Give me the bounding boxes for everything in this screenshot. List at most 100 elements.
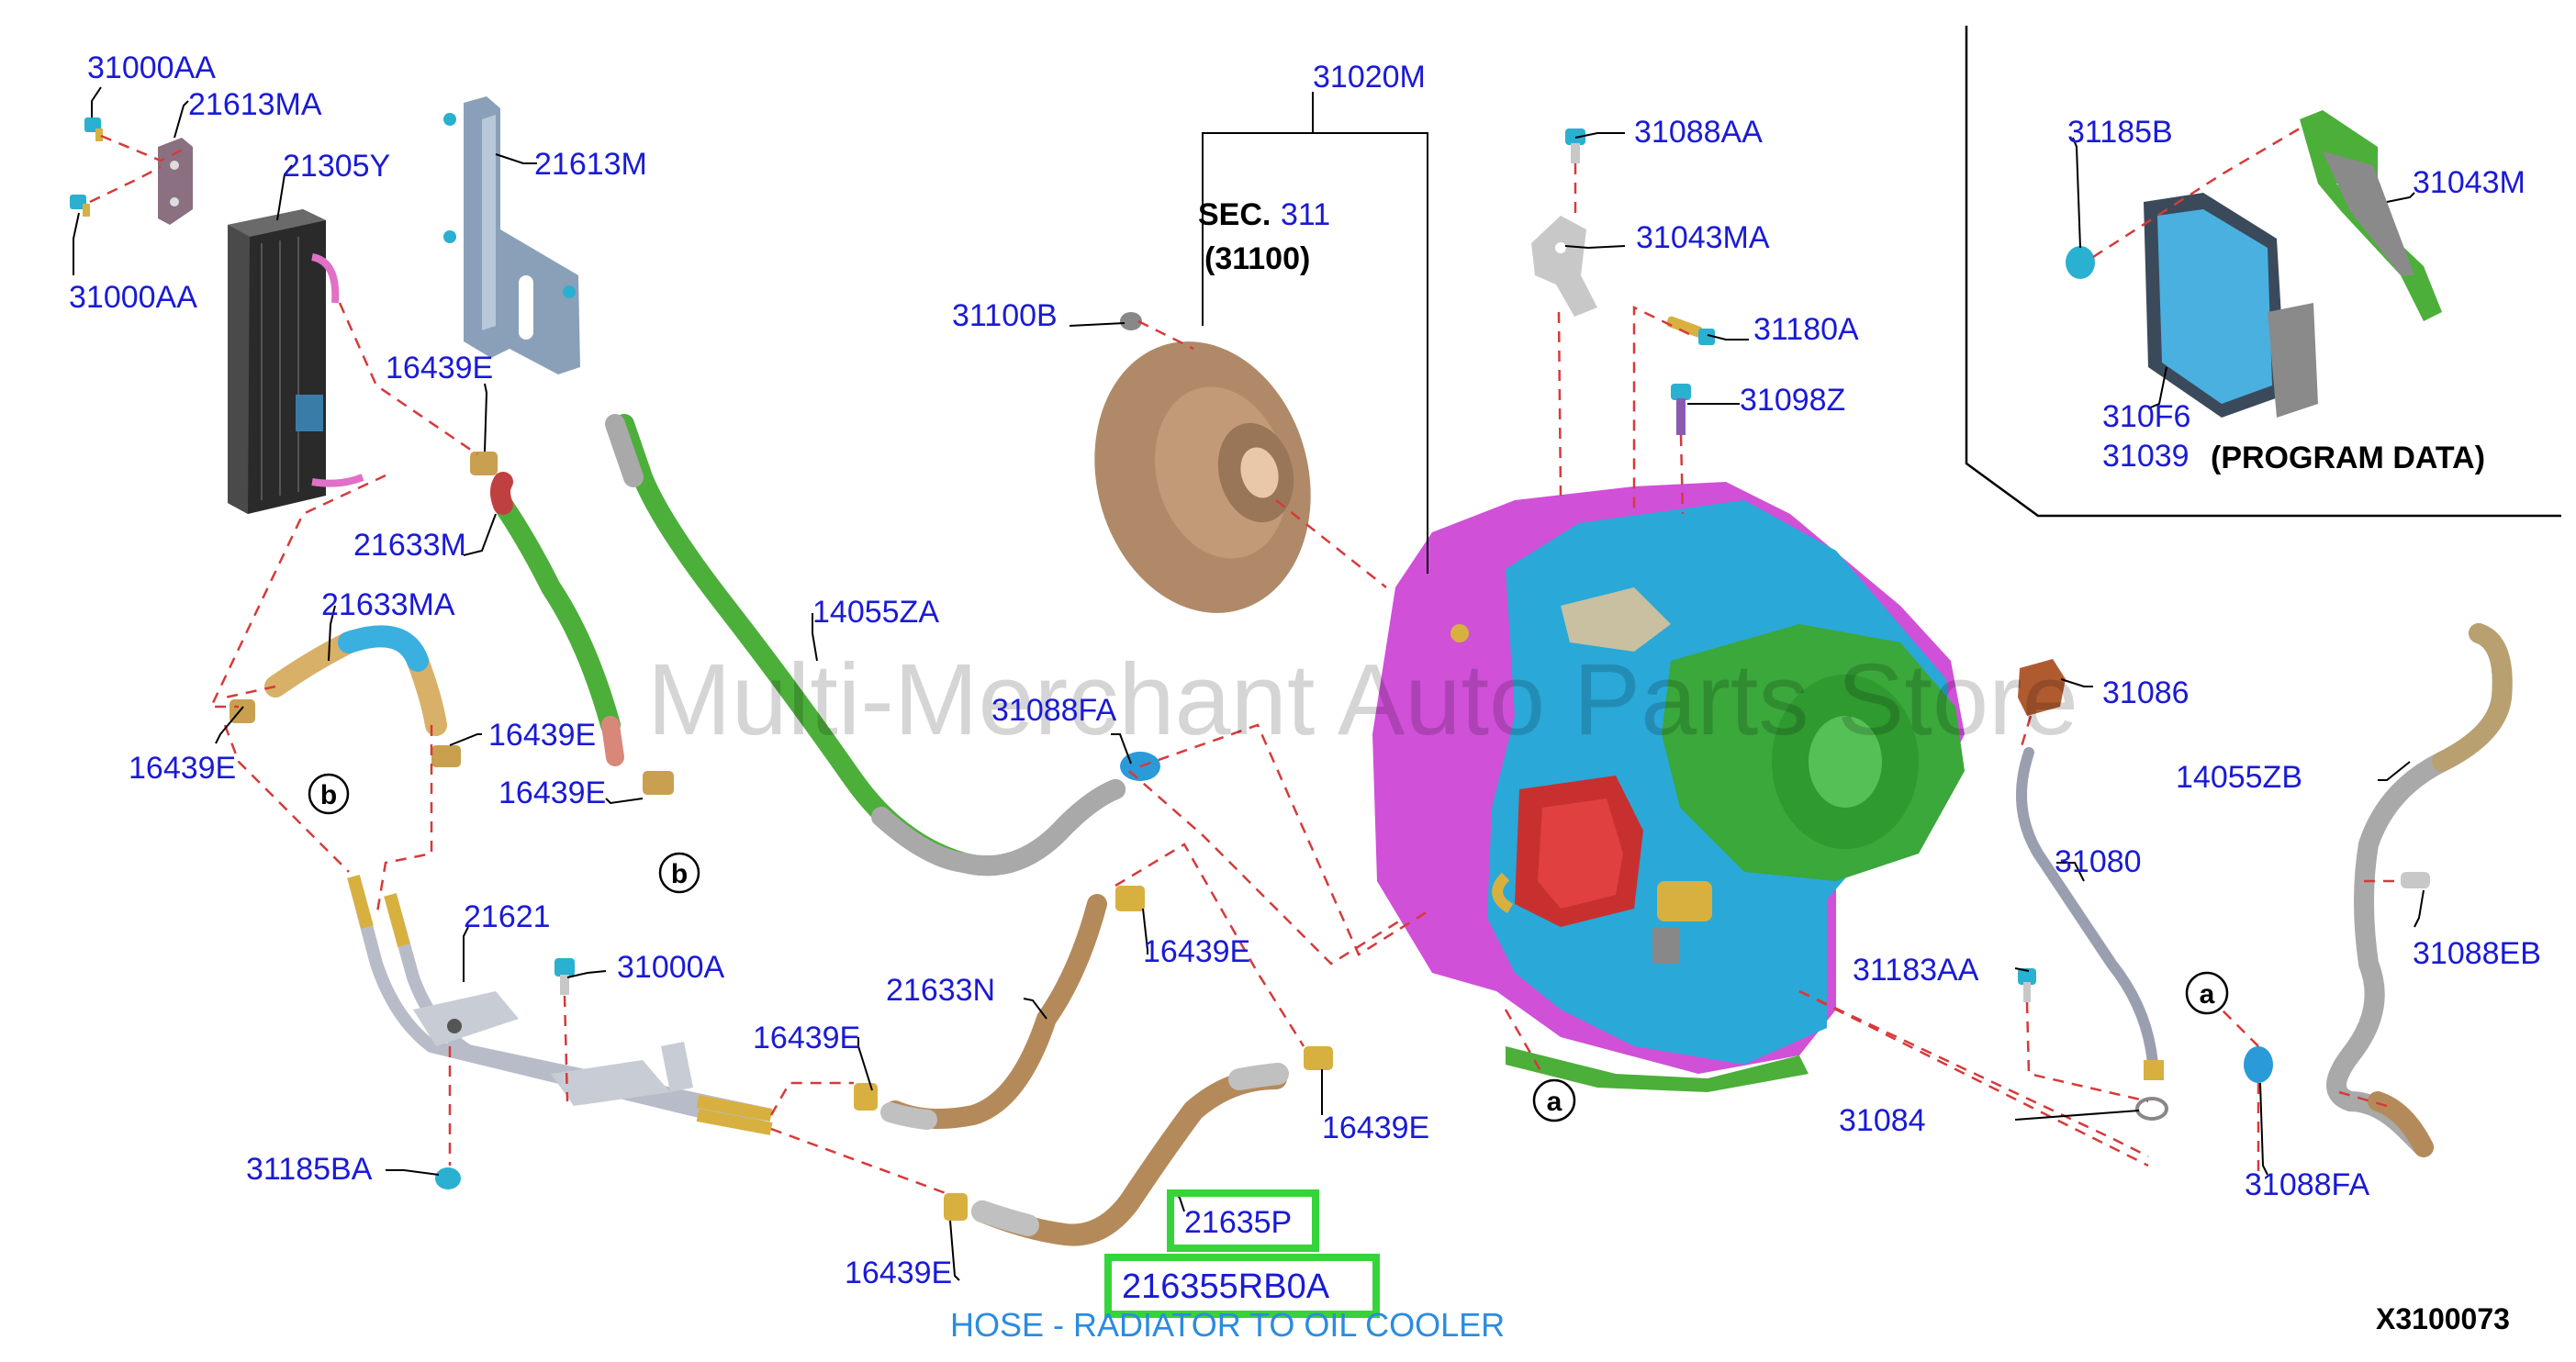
label-31183AA[interactable]: 31183AA bbox=[1853, 953, 1979, 988]
label-31185B[interactable]: 31185B bbox=[2067, 115, 2173, 150]
bolt-31000A bbox=[554, 958, 575, 995]
label-216355RB0A[interactable]: 216355RB0A bbox=[1122, 1267, 1330, 1306]
label-31086[interactable]: 31086 bbox=[2102, 675, 2190, 710]
label-31043M[interactable]: 31043M bbox=[2413, 165, 2526, 200]
label-31088FA-mid[interactable]: 31088FA bbox=[991, 693, 1116, 728]
label-31020M[interactable]: 31020M bbox=[1313, 60, 1426, 95]
hose-14055ZB bbox=[2326, 623, 2513, 1157]
label-21633MA[interactable]: 21633MA bbox=[321, 587, 455, 622]
bracket-21613M bbox=[443, 96, 580, 374]
label-21613M[interactable]: 21613M bbox=[534, 147, 647, 182]
label-21305Y[interactable]: 21305Y bbox=[283, 149, 390, 184]
torque-converter-31100 bbox=[1094, 341, 1311, 613]
label-31088FA-right[interactable]: 31088FA bbox=[2245, 1167, 2369, 1202]
label-310F6[interactable]: 310F6 bbox=[2102, 399, 2190, 434]
clamp-16439E-f bbox=[854, 1083, 878, 1111]
ref-letter-a: a bbox=[1547, 1087, 1562, 1117]
label-sec: SEC. bbox=[1198, 197, 1271, 232]
bolt-31000AA-top bbox=[84, 117, 103, 141]
highlighted-part: 21635P 216355RB0A HOSE - RADIATOR TO OIL… bbox=[950, 1189, 1505, 1344]
ref-letter-a: a bbox=[2200, 979, 2215, 1010]
hose-21633M bbox=[490, 472, 624, 766]
clamp-31088EB bbox=[2401, 872, 2430, 888]
sensor-31086 bbox=[2018, 659, 2066, 716]
label-16439E-d[interactable]: 16439E bbox=[498, 776, 606, 810]
ref-circle-a-right: a bbox=[2185, 971, 2229, 1015]
label-16439E-a[interactable]: 16439E bbox=[386, 351, 493, 385]
label-21613MA[interactable]: 21613MA bbox=[188, 87, 322, 122]
circle-letter-icon bbox=[308, 773, 350, 815]
oil-cooler-21305Y bbox=[228, 209, 364, 514]
grommet-31185BA bbox=[435, 1167, 461, 1189]
ref-circle-b-left: b bbox=[308, 773, 350, 815]
label-31039[interactable]: 31039 bbox=[2102, 439, 2190, 474]
bracket-31043M bbox=[2300, 110, 2442, 321]
ref-letter-b: b bbox=[320, 780, 337, 810]
label-31100B[interactable]: 31100B bbox=[952, 298, 1058, 333]
ref-circle-a-mid: a bbox=[1532, 1078, 1576, 1122]
clamp-16439E-h bbox=[944, 1193, 968, 1221]
hose-21633N bbox=[880, 894, 1107, 1130]
label-leaders bbox=[73, 86, 2425, 1281]
washer-31084 bbox=[2135, 1097, 2168, 1121]
seal-31100B bbox=[1120, 312, 1142, 330]
watermark-text: Multi-Merchant Auto Parts Store bbox=[647, 643, 2078, 756]
ref-circle-b-right: b bbox=[658, 852, 700, 894]
bolt-31000AA-bottom bbox=[70, 195, 90, 217]
label-31185BA[interactable]: 31185BA bbox=[246, 1152, 373, 1187]
hose-21633MA bbox=[264, 625, 447, 736]
label-31000A[interactable]: 31000A bbox=[617, 950, 725, 985]
hose-21635P bbox=[971, 1063, 1289, 1246]
dipstick-tube-31080 bbox=[2016, 747, 2164, 1080]
bolt-31088AA bbox=[1565, 128, 1585, 163]
circle-letter-icon bbox=[2185, 971, 2229, 1015]
clamp-16439E-b bbox=[230, 699, 255, 723]
label-31080[interactable]: 31080 bbox=[2055, 844, 2142, 879]
clamp-16439E-e bbox=[1115, 886, 1145, 911]
bolt-31180A bbox=[1666, 316, 1715, 345]
bracket-31043MA bbox=[1531, 216, 1597, 317]
label-31180A[interactable]: 31180A bbox=[1753, 312, 1859, 347]
label-21635P[interactable]: 21635P bbox=[1184, 1205, 1292, 1240]
label-14055ZB[interactable]: 14055ZB bbox=[2176, 760, 2302, 795]
label-31088EB[interactable]: 31088EB bbox=[2413, 936, 2541, 971]
clamp-16439E-d bbox=[643, 771, 674, 795]
diagram-code: X3100073 bbox=[2376, 1302, 2510, 1335]
label-21633N[interactable]: 21633N bbox=[886, 973, 995, 1008]
transmission-assembly bbox=[1372, 482, 1965, 1092]
label-31043MA[interactable]: 31043MA bbox=[1636, 220, 1770, 255]
label-31098Z[interactable]: 31098Z bbox=[1740, 383, 1845, 418]
bolt-31183AA bbox=[2018, 968, 2036, 1002]
clamp-16439E-g bbox=[1304, 1046, 1333, 1070]
clamp-16439E-c bbox=[431, 745, 461, 767]
label-16439E-g[interactable]: 16439E bbox=[1322, 1111, 1429, 1145]
label-21633M[interactable]: 21633M bbox=[353, 528, 466, 563]
clamp-31088FA-right bbox=[2244, 1046, 2273, 1083]
clamp-16439E-a bbox=[470, 452, 498, 475]
nut-31185B bbox=[2066, 246, 2095, 279]
label-16439E-e[interactable]: 16439E bbox=[1143, 934, 1250, 969]
label-16439E-f[interactable]: 16439E bbox=[753, 1021, 860, 1055]
label-14055ZA[interactable]: 14055ZA bbox=[812, 595, 939, 630]
label-16439E-h[interactable]: 16439E bbox=[845, 1256, 952, 1290]
label-31000AA-bottom[interactable]: 31000AA bbox=[69, 280, 197, 315]
ref-letter-b: b bbox=[671, 859, 688, 889]
label-sec-number[interactable]: 311 bbox=[1281, 197, 1330, 232]
part-labels: 31000AA 21613MA 21305Y 31000AA 21613M 16… bbox=[69, 50, 2541, 1290]
label-21621[interactable]: 21621 bbox=[464, 899, 551, 934]
circle-letter-icon bbox=[1532, 1078, 1576, 1122]
label-16439E-b[interactable]: 16439E bbox=[129, 751, 236, 786]
label-31100: (31100) bbox=[1204, 241, 1310, 276]
label-31000AA-top[interactable]: 31000AA bbox=[87, 50, 216, 85]
label-31088AA[interactable]: 31088AA bbox=[1634, 115, 1763, 150]
bolt-31098Z bbox=[1671, 384, 1691, 435]
highlight-box-216355RB0A bbox=[1104, 1254, 1380, 1318]
label-16439E-c[interactable]: 16439E bbox=[488, 718, 596, 753]
pipe-assembly-21621 bbox=[347, 875, 773, 1135]
hose-description: HOSE - RADIATOR TO OIL COOLER bbox=[950, 1306, 1505, 1344]
circle-letter-icon bbox=[658, 852, 700, 894]
program-data-inset bbox=[1965, 26, 2561, 518]
label-31084[interactable]: 31084 bbox=[1839, 1103, 1926, 1138]
